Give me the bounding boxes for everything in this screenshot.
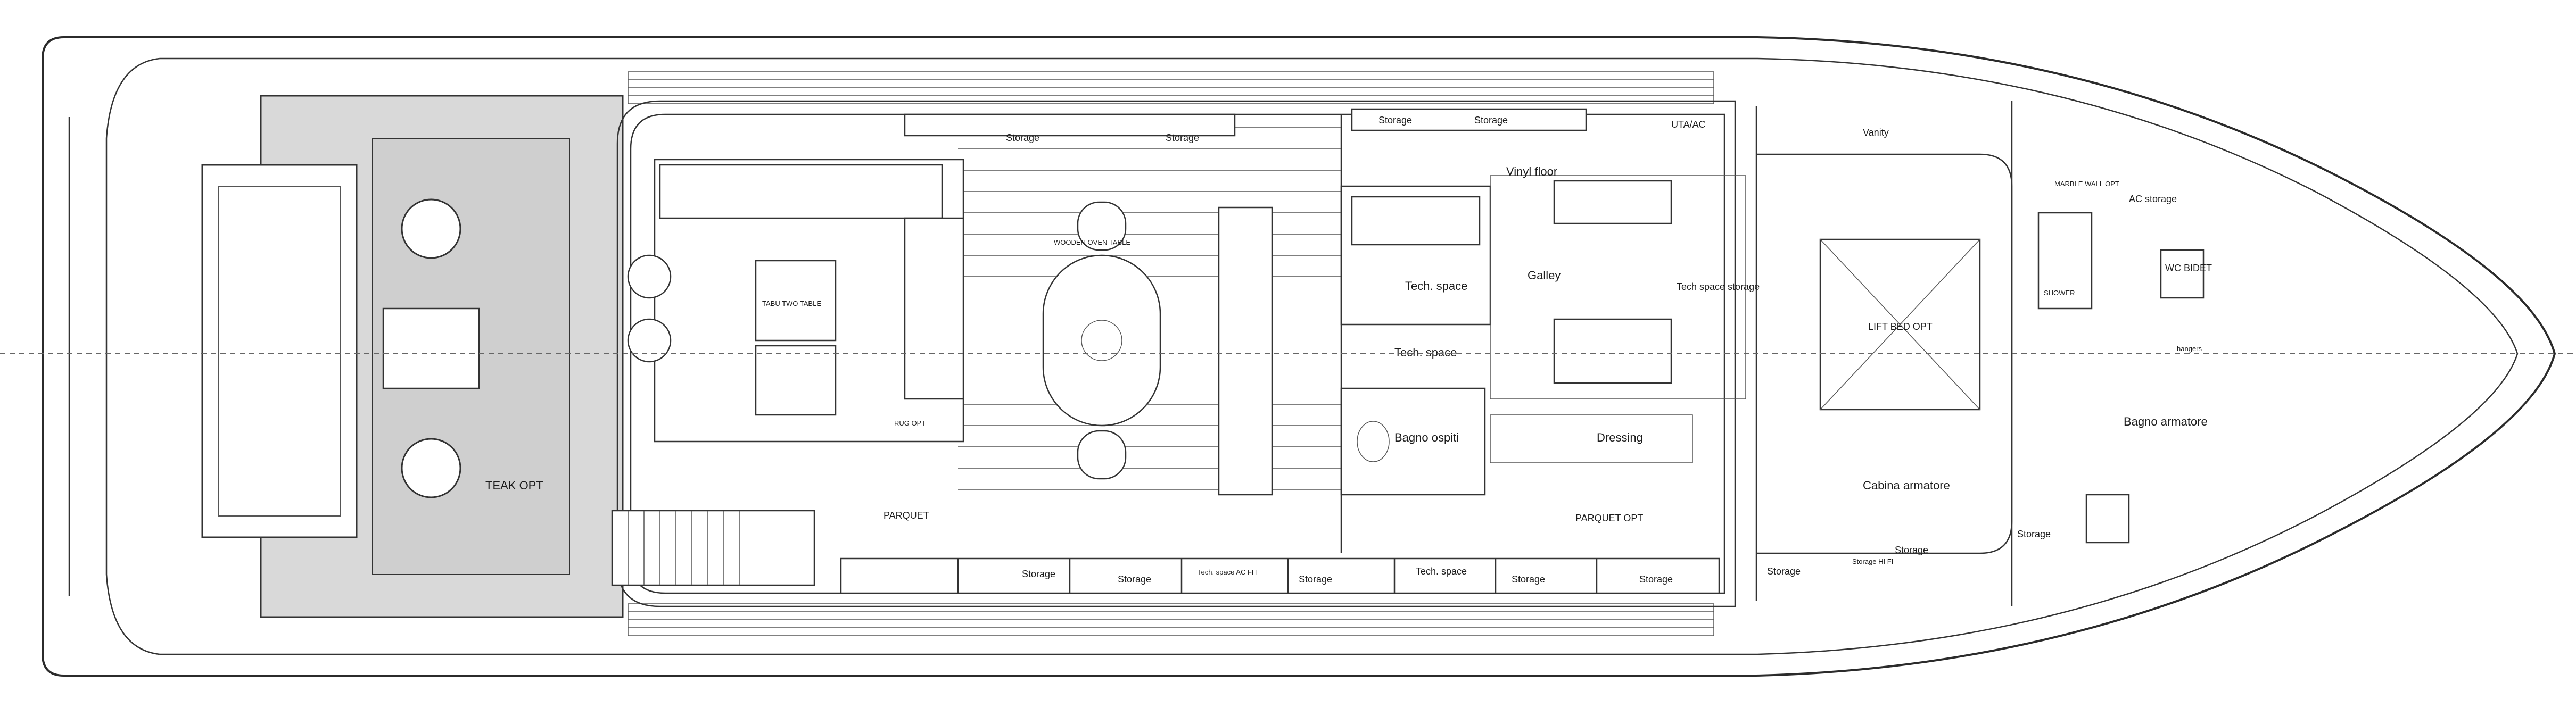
salon-parquet [958, 127, 1341, 490]
storage-bottom-5: Storage [1639, 574, 1673, 585]
dining-area: WOODEN OVEN TABLE [1042, 201, 1161, 480]
wc-bidet-label: WC BIDET [2165, 263, 2212, 273]
armchair-2 [627, 318, 672, 363]
ac-storage-label: AC storage [2129, 194, 2177, 204]
lift-bed-label: LIFT BED OPT [1868, 321, 1933, 332]
storage-label-top-1: Storage [1006, 132, 1039, 143]
parquet-opt-label: PARQUET OPT [1575, 513, 1643, 523]
storage-cabin-2: Storage [1895, 545, 1928, 555]
coffee-table-2 [755, 345, 837, 416]
vinyl-floor-label: Vinyl floor [1506, 165, 1557, 178]
teak-opt-label: TEAK OPT [485, 479, 543, 492]
dining-chair-top [1077, 201, 1127, 251]
bagno-ospiti-label: Bagno ospiti [1394, 431, 1459, 444]
owner-cabin: LIFT BED OPT Cabina armatore Vanity UTA/… [1671, 106, 2013, 601]
storage-bottom-1: Storage [1022, 569, 1055, 579]
hull-outline [42, 36, 2556, 677]
galley-label: Galley [1528, 269, 1561, 282]
tech-space-bottom: Tech. space [1416, 566, 1467, 577]
armchair-1 [627, 254, 672, 299]
aft-table [382, 307, 480, 389]
storage-cabin-1: Storage [1767, 566, 1801, 577]
sofa-chaise [904, 217, 964, 400]
top-storage: Storage Storage Storage Storage [904, 108, 1587, 143]
tech-space-2: Tech. space [1394, 346, 1457, 359]
tabu-two-table-label: TABU TWO TABLE [762, 299, 821, 307]
galley-block: Tech. space Tech. space Bagno ospiti Vin… [1340, 114, 1760, 553]
rug-opt-label: RUG OPT [894, 419, 926, 427]
tech-space-ac-label: Tech. space AC FH [1198, 568, 1257, 576]
storage-label-top-4: Storage [1474, 115, 1508, 126]
owner-bath: SHOWER MARBLE WALL OPT AC storage WC BID… [2011, 101, 2212, 606]
dining-chair-bottom [1077, 430, 1127, 480]
bagno-armatore-label: Bagno armatore [2124, 415, 2208, 428]
stairs [611, 510, 815, 586]
shower [2037, 212, 2093, 310]
uta-ac-label: UTA/AC [1671, 119, 1706, 130]
hangers-label: hangers [2177, 345, 2202, 353]
oven-table-label: WOODEN OVEN TABLE [1054, 238, 1130, 246]
wc-bidet-box [2160, 249, 2205, 299]
marble-wall-label: MARBLE WALL OPT [2054, 180, 2119, 188]
storage-bottom-3: Storage [1299, 574, 1332, 585]
bottom-storage: Storage Storage Tech. space AC FH Storag… [840, 557, 1720, 594]
storage-bottom-4: Storage [1512, 574, 1545, 585]
storage-hifi-label: Storage HI FI [1852, 557, 1893, 565]
bagno-ospiti-room [1340, 387, 1486, 496]
salon-cabinet [1218, 206, 1273, 496]
storage-label-top-2: Storage [1166, 132, 1199, 143]
tech-space-1: Tech. space [1405, 279, 1467, 293]
aft-cockpit: TEAK OPT [201, 95, 624, 618]
coffee-table-1 [755, 260, 837, 342]
sofa-back [659, 164, 943, 219]
parquet-label: PARQUET [884, 510, 929, 521]
storage-bottom-2: Storage [1118, 574, 1151, 585]
side-decks [628, 71, 1714, 636]
shower-label: SHOWER [2044, 289, 2075, 297]
dining-table [1042, 254, 1161, 427]
storage-bath: Storage [2017, 529, 2051, 539]
lounge-area: TABU TWO TABLE RUG OPT [627, 159, 964, 443]
cabina-armatore-label: Cabina armatore [1863, 479, 1950, 492]
storage-label-top-3: Storage [1378, 115, 1412, 126]
tech-space-storage-label: Tech space storage [1677, 281, 1760, 292]
vanity-label: Vanity [1863, 127, 1889, 138]
dressing-label: Dressing [1597, 431, 1643, 444]
